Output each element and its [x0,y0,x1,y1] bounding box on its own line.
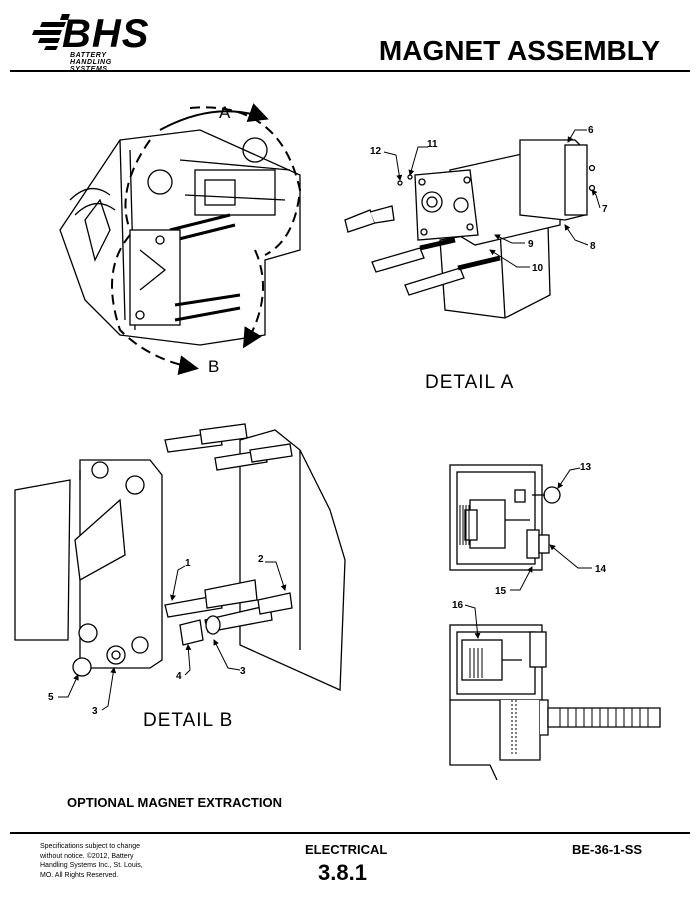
footer-divider [10,832,690,834]
callout-4: 4 [176,671,182,682]
logo-text: BHS [62,12,150,56]
callout-9: 9 [528,239,534,250]
logo-speed-lines-icon [32,14,70,50]
detail-a-callouts: 12 11 6 7 8 9 10 [370,125,608,274]
callout-16: 16 [452,600,464,611]
callout-7: 7 [602,204,608,215]
copyright-line: MO. All Rights Reserved. [40,871,119,879]
extraction-threads [459,505,649,755]
callout-2: 2 [258,554,264,565]
detail-a-label: DETAIL A [425,372,514,393]
detail-a-leaders [383,129,601,268]
copyright-line: Specifications subject to change [40,843,141,850]
extraction-illustration [449,464,661,781]
extraction-leaders [464,467,592,639]
callout-1: 1 [185,558,191,569]
logo-subtitle: BATTERY HANDLING SYSTEMS [70,52,112,73]
section-name: ELECTRICAL [305,842,388,857]
detail-b-leaders [58,561,287,711]
copyright-line: without notice. ©2012, Battery [40,852,134,860]
detail-b-illustration [14,423,346,691]
callout-8: 8 [590,241,596,252]
callout-11: 11 [427,139,438,150]
view-b-label: B [208,357,219,376]
callout-10: 10 [532,263,544,274]
callout-12: 12 [370,146,382,157]
copyright-line: Handling Systems Inc., St. Louis, [40,862,143,869]
overview-illustration [59,129,301,346]
extraction-callouts: 13 14 15 16 [452,462,607,611]
callout-3: 3 [240,666,246,677]
detail-b-callouts: 1 2 3 4 5 3 [48,554,264,717]
copyright-notice: Specifications subject to change without… [40,842,150,880]
detail-a-illustration [344,139,596,319]
extraction-caption: OPTIONAL MAGNET EXTRACTION [67,795,282,810]
view-a-label: A [219,103,231,122]
header-divider [10,70,690,72]
overview-view-arrows [111,103,302,376]
callout-6: 6 [588,125,594,136]
page-title: MAGNET ASSEMBLY [378,35,660,66]
document-id: BE-36-1-SS [572,842,643,857]
callout-15: 15 [495,586,507,597]
callout-13: 13 [580,462,592,473]
page-number: 3.8.1 [318,860,367,885]
callout-14: 14 [595,564,607,575]
detail-b-label: DETAIL B [143,710,233,731]
callout-3b: 3 [92,706,98,717]
callout-5: 5 [48,692,54,703]
